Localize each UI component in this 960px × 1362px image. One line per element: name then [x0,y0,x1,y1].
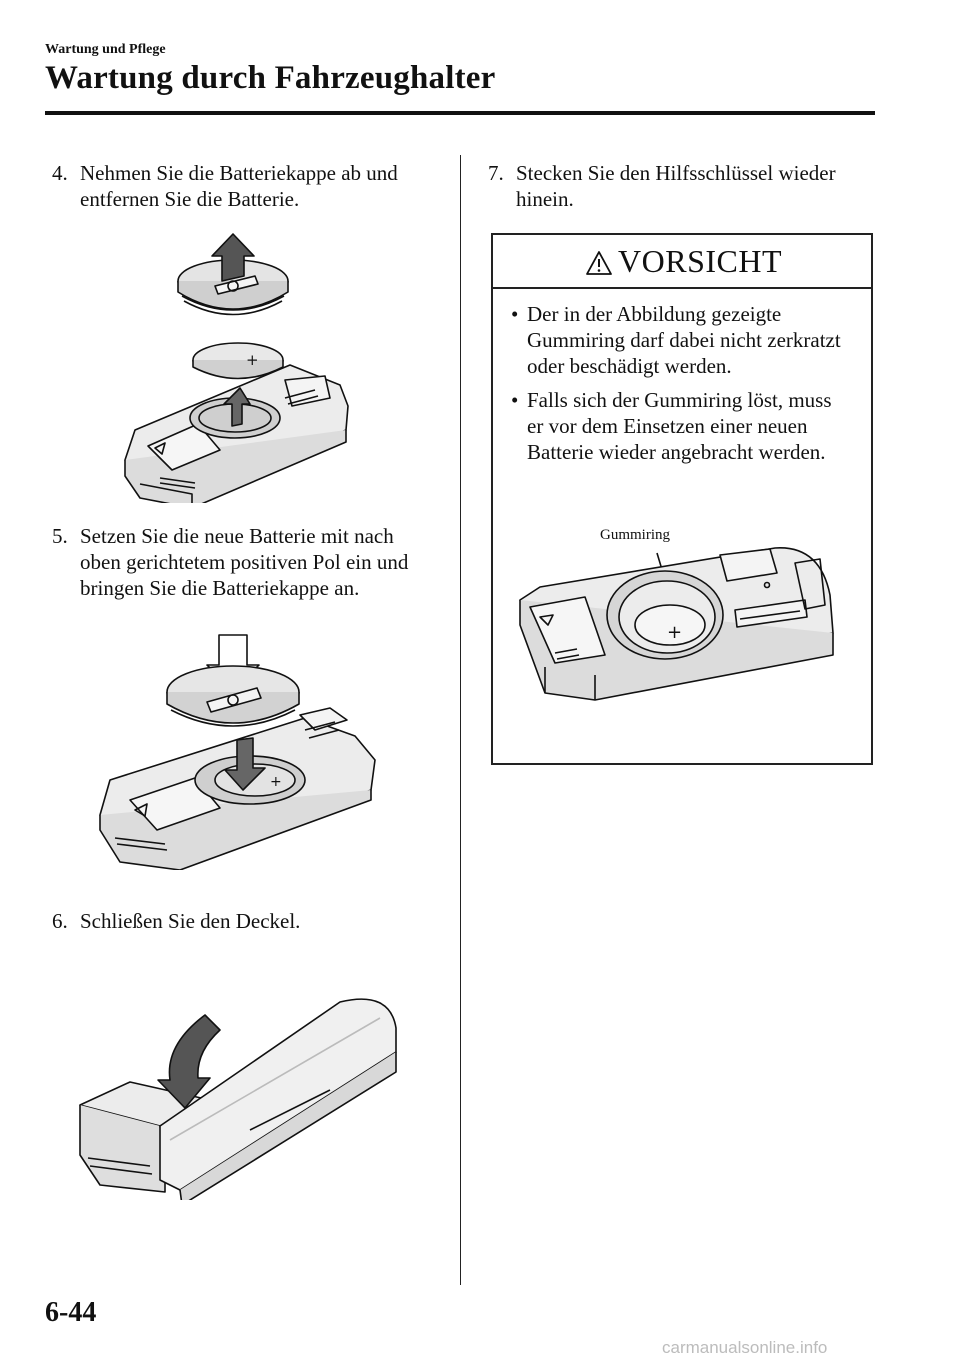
rubber-ring-illustration: + [519,547,834,701]
watermark: carmanualsonline.info [662,1338,828,1357]
bullet-dot: • [511,388,519,412]
bullet-text: Falls sich der Gummiring löst, muss er v… [527,388,832,464]
caution-bullet: • Falls sich der Gummiring löst, muss er… [511,387,861,467]
step-text: Schließen Sie den Deckel. [80,909,301,933]
caution-box: VORSICHT • Der in der Abbildung gezeigte… [491,233,873,765]
bullet-text: Der in der Abbildung gezeigte Gummiring … [527,302,841,378]
caution-title: VORSICHT [618,243,783,279]
step-6: 6. Schließen Sie den Deckel. [52,908,452,938]
caution-bullet: • Der in der Abbildung gezeigte Gummirin… [511,301,861,381]
section-label: Wartung und Pflege [45,42,166,57]
caution-header: VORSICHT [493,235,871,289]
figure-label: Gummiring [600,527,670,543]
bullet-dot: • [511,302,519,326]
step-5: 5. Setzen Sie die neue Batterie mit nach… [52,523,452,608]
page-number: 6-44 [45,1297,97,1328]
step-text: Setzen Sie die neue Batterie mit nach ob… [80,524,409,600]
remove-battery-illustration: + [124,233,349,503]
step-7: 7. Stecken Sie den Hilfsschlüssel wieder… [488,160,888,220]
column-divider [460,155,461,1285]
close-cover-illustration [79,998,397,1200]
page-title: Wartung durch Fahrzeughalter [45,60,496,96]
title-rule [45,111,875,115]
step-number: 4. [52,161,68,185]
step-text: Stecken Sie den Hilfsschlüssel wieder hi… [516,161,836,211]
step-number: 6. [52,909,68,933]
svg-text:+: + [270,774,282,790]
svg-text:+: + [246,351,259,369]
step-4: 4. Nehmen Sie die Batteriekappe ab und e… [52,160,452,220]
step-number: 5. [52,524,68,548]
warning-icon [586,251,612,275]
insert-battery-illustration: + [99,634,376,870]
step-text: Nehmen Sie die Batteriekappe ab und entf… [80,161,398,211]
svg-text:+: + [667,622,682,643]
step-number: 7. [488,161,504,185]
